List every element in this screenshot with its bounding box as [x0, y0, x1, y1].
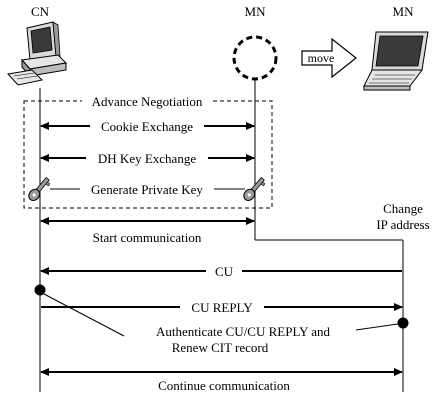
move-label: move [308, 51, 335, 65]
dh-key-exchange-label: DH Key Exchange [98, 151, 196, 166]
authenticate-note-line2: Renew CIT record [172, 340, 269, 355]
authenticate-note: Authenticate CU/CU REPLY and [156, 324, 331, 339]
start-communication-label: Start communication [93, 230, 202, 245]
desktop-computer-icon [7, 21, 68, 86]
laptop-icon [363, 31, 429, 91]
change-ip-label-line2: IP address [376, 217, 429, 232]
cookie-exchange-label: Cookie Exchange [101, 119, 193, 134]
advance-negotiation-label: Advance Negotiation [92, 94, 203, 109]
generate-private-key-label: Generate Private Key [91, 182, 203, 197]
mn-process-dot [397, 317, 409, 329]
cn-label: CN [31, 4, 50, 19]
mn-new-label: MN [393, 4, 415, 19]
authenticate-leader-cn [43, 293, 125, 337]
change-ip-label: Change [383, 201, 423, 216]
continue-communication-label: Continue communication [158, 378, 290, 393]
cn-process-dot [34, 284, 46, 296]
cu-label: CU [215, 264, 234, 279]
dashed-circle-icon [232, 35, 278, 81]
right-arrow-icon [301, 37, 357, 79]
authenticate-leader-mn [355, 323, 399, 331]
key-icon [243, 176, 266, 202]
advance-negotiation-box [23, 100, 273, 209]
cu-reply-label: CU REPLY [191, 300, 253, 315]
mn-label: MN [245, 4, 267, 19]
key-icon [28, 176, 51, 202]
